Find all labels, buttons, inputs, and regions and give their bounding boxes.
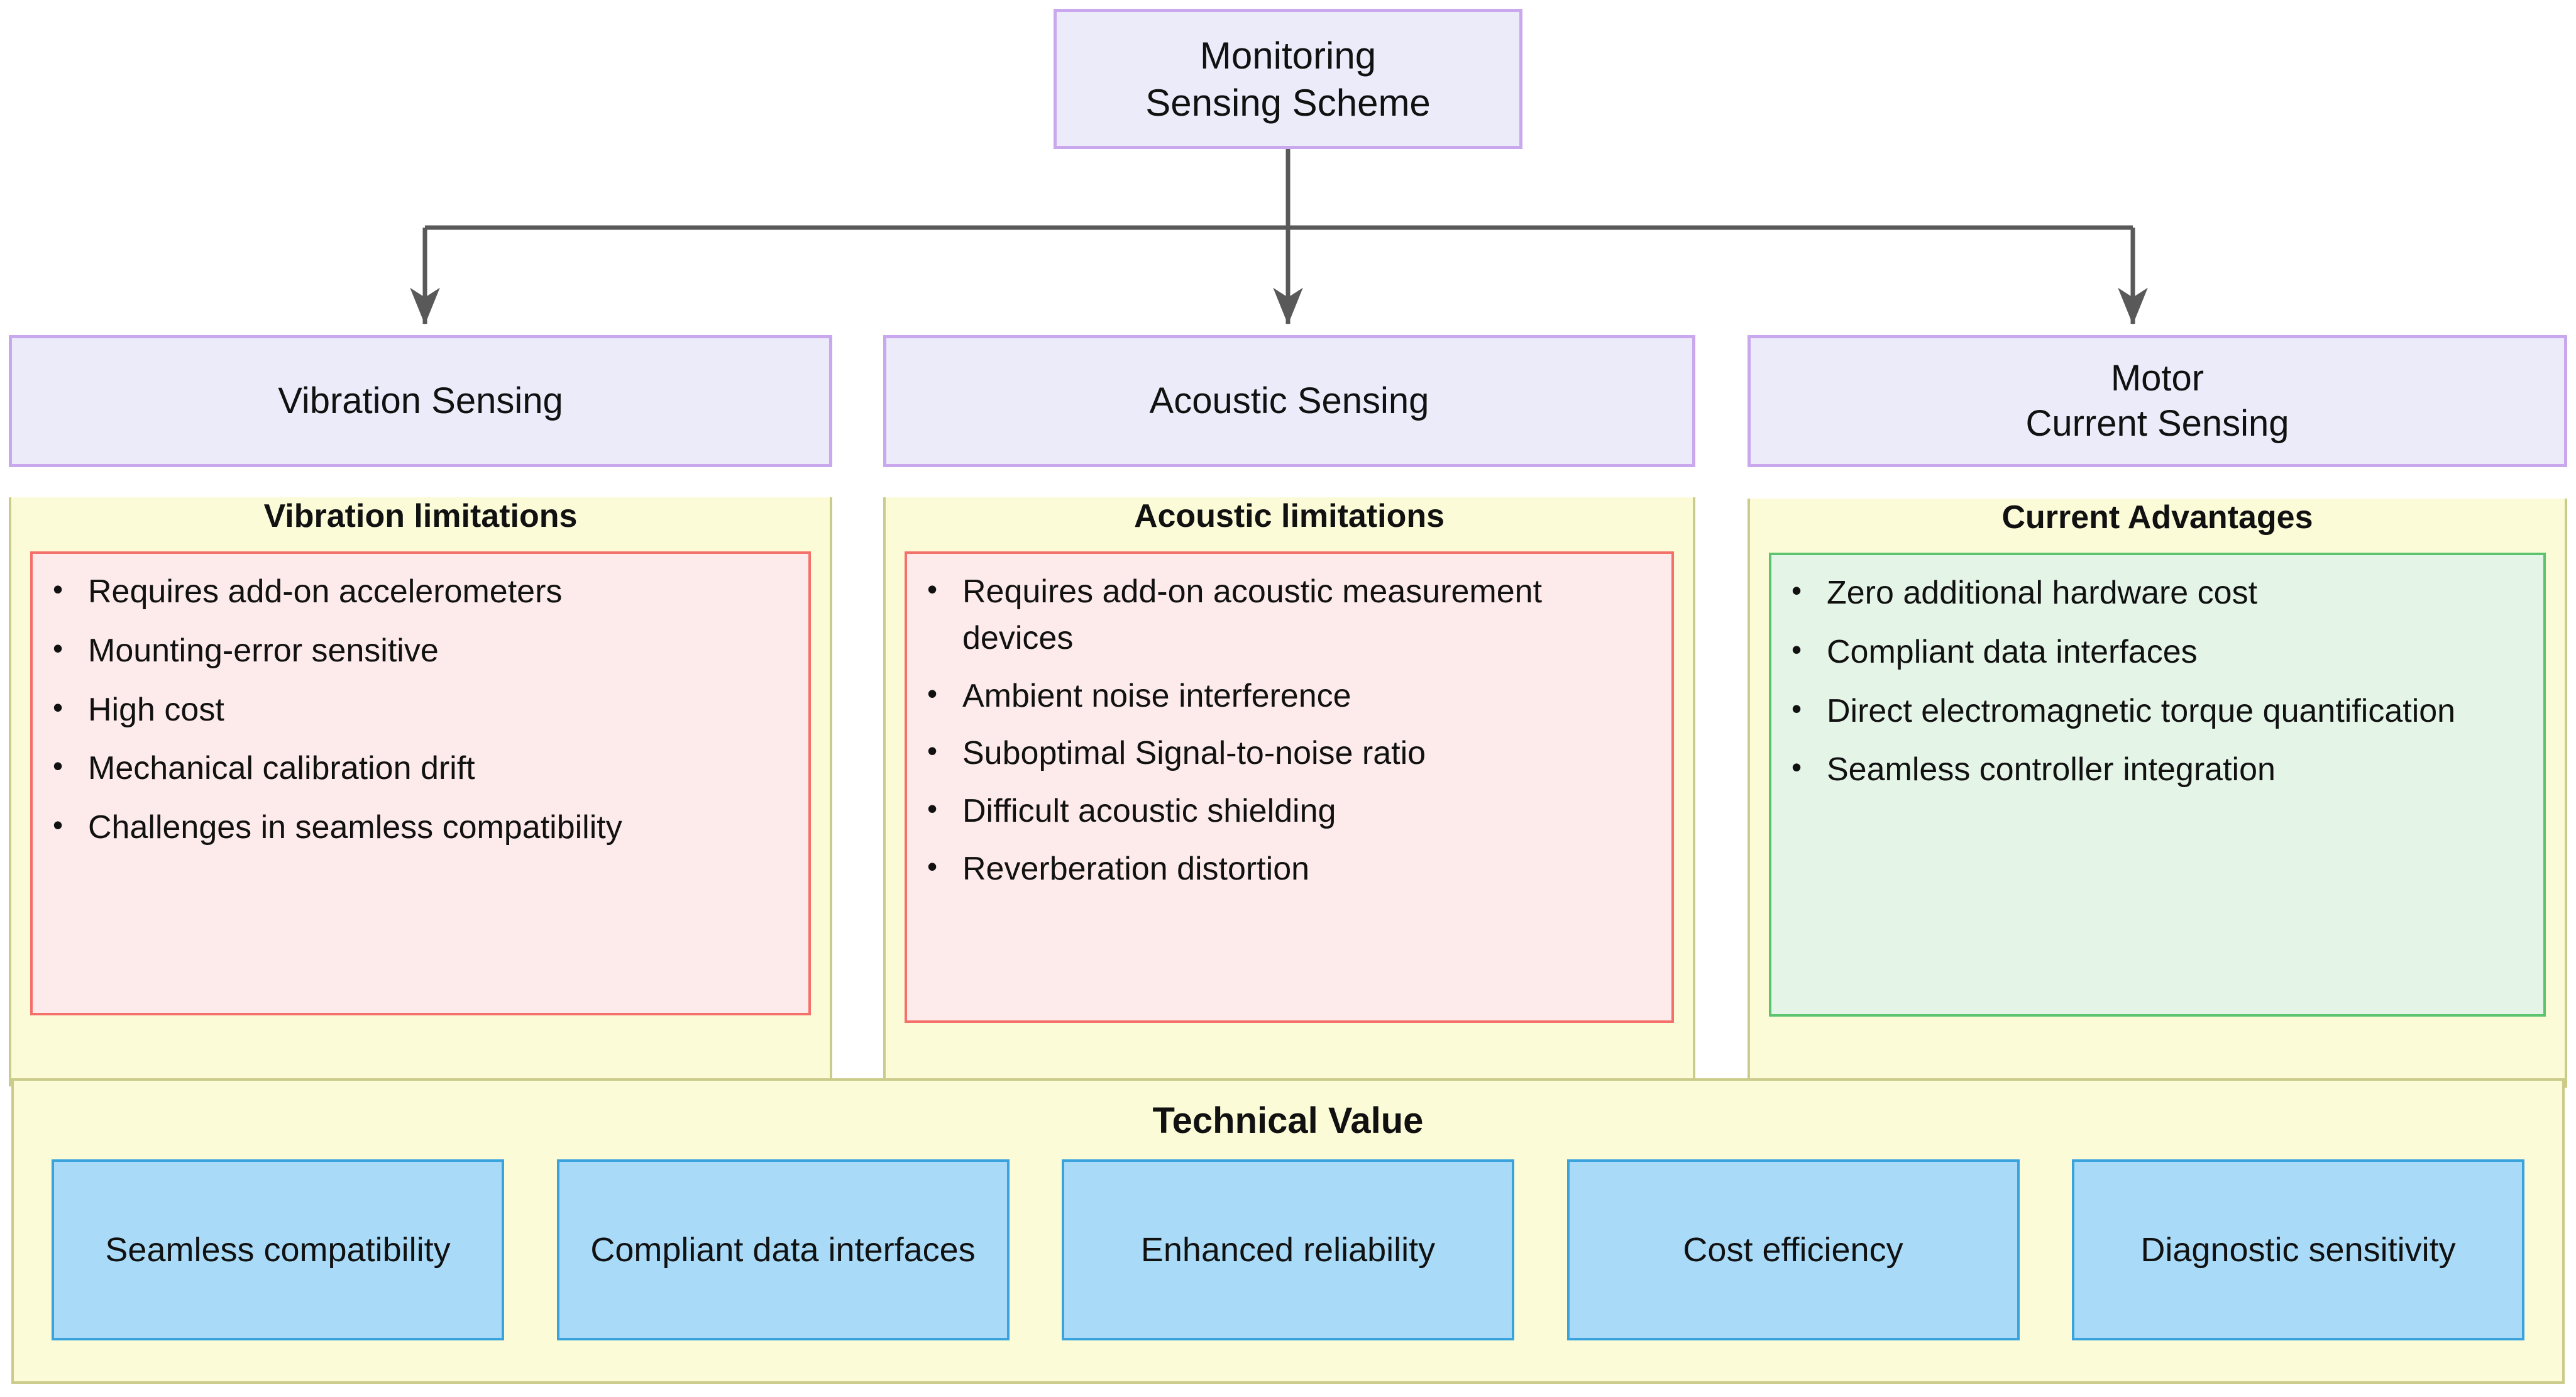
value-chip-seamless-compatibility: Seamless compatibility xyxy=(52,1159,504,1340)
list-item: Seamless controller integration xyxy=(1785,747,2527,793)
column-body-motor-current: Current Advantages Zero additional hardw… xyxy=(1748,499,2567,1088)
list-item: Requires add-on accelerometers xyxy=(47,569,792,616)
list-item: Direct electromagnetic torque quantifica… xyxy=(1785,688,2527,735)
value-chip-label: Compliant data interfaces xyxy=(590,1230,976,1269)
limitations-box-acoustic: Requires add-on acoustic measurement dev… xyxy=(905,551,1674,1023)
list-item: Ambient noise interference xyxy=(921,673,1655,720)
technical-value-title: Technical Value xyxy=(1152,1100,1424,1141)
technical-value-panel: Technical Value Seamless compatibility C… xyxy=(11,1078,2565,1384)
column-header-label: Acoustic Sensing xyxy=(1149,380,1429,421)
list-item: Reverberation distortion xyxy=(921,846,1655,893)
value-chip-cost-efficiency: Cost efficiency xyxy=(1566,1159,2020,1340)
limitations-box-vibration: Requires add-on accelerometers Mounting-… xyxy=(30,551,811,1015)
advantages-list-current: Zero additional hardware cost Compliant … xyxy=(1785,570,2527,793)
column-body-vibration: Vibration limitations Requires add-on ac… xyxy=(9,497,832,1086)
column-header-vibration: Vibration Sensing xyxy=(9,335,832,467)
value-chip-label: Seamless compatibility xyxy=(105,1230,451,1269)
column-acoustic-sensing: Acoustic Sensing Acoustic limitations Re… xyxy=(883,335,1695,1086)
list-item: Mounting-error sensitive xyxy=(47,628,792,675)
list-item: Mechanical calibration drift xyxy=(47,746,792,792)
value-chip-enhanced-reliability: Enhanced reliability xyxy=(1062,1159,1514,1340)
list-item: Suboptimal Signal-to-noise ratio xyxy=(921,731,1655,777)
value-chip-label: Diagnostic sensitivity xyxy=(2140,1230,2456,1269)
value-chip-diagnostic-sensitivity: Diagnostic sensitivity xyxy=(2072,1159,2524,1340)
list-item: Difficult acoustic shielding xyxy=(921,788,1655,835)
column-subtitle-acoustic: Acoustic limitations xyxy=(1133,498,1445,534)
value-chip-label: Enhanced reliability xyxy=(1140,1230,1436,1269)
column-vibration-sensing: Vibration Sensing Vibration limitations … xyxy=(9,335,832,1086)
list-item: Zero additional hardware cost xyxy=(1785,570,2527,617)
column-body-acoustic: Acoustic limitations Requires add-on aco… xyxy=(883,497,1695,1086)
limitations-list-acoustic: Requires add-on acoustic measurement dev… xyxy=(921,569,1655,893)
list-item: Requires add-on acoustic measurement dev… xyxy=(921,569,1655,662)
list-item: High cost xyxy=(47,687,792,734)
column-subtitle-vibration: Vibration limitations xyxy=(263,498,578,534)
advantages-box-current: Zero additional hardware cost Compliant … xyxy=(1769,553,2546,1017)
list-item: Challenges in seamless compatibility xyxy=(47,805,792,851)
technical-value-chip-row: Seamless compatibility Compliant data in… xyxy=(14,1142,2562,1340)
list-item: Compliant data interfaces xyxy=(1785,629,2527,676)
value-chip-compliant-data-interfaces: Compliant data interfaces xyxy=(556,1159,1010,1340)
column-subtitle-current-advantages: Current Advantages xyxy=(2001,499,2313,536)
column-header-label: Vibration Sensing xyxy=(278,380,563,421)
limitations-list-vibration: Requires add-on accelerometers Mounting-… xyxy=(47,569,792,851)
column-header-acoustic: Acoustic Sensing xyxy=(883,335,1695,467)
value-chip-label: Cost efficiency xyxy=(1683,1230,1903,1269)
